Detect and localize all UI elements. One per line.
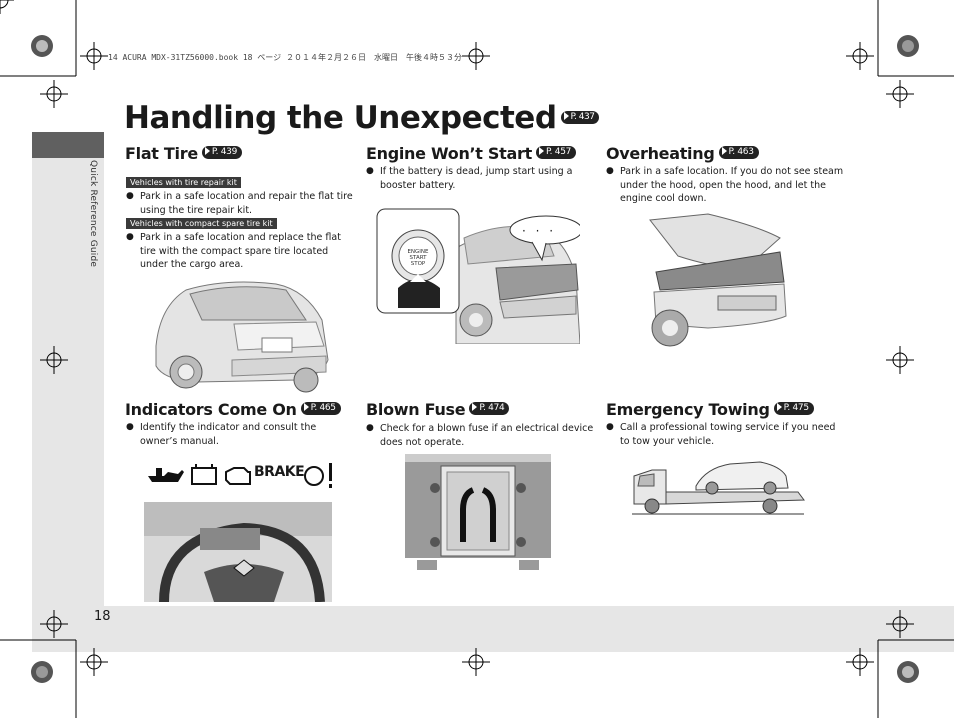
page-number: 18 [94,609,111,624]
brake-indicator-label: BRAKE [254,464,305,480]
indicators-bullet-1: Identify the indicator and consult the o… [126,421,356,448]
towing-heading: Emergency Towing P. 475 [606,400,814,420]
battery-icon [191,464,217,485]
engine-wont-start-ref-link[interactable]: P. 457 [535,146,577,159]
overheating-ref-link[interactable]: P. 463 [718,146,759,159]
tow-truck-illustration [632,461,805,515]
indicators-heading-text: Indicators Come On [125,400,297,419]
page-ref-text: P. 437 [570,112,595,122]
flat-tire-heading: Flat Tire P. 439 [125,144,243,164]
flat-tire-bullet-2: Park in a safe location and replace the … [126,231,355,272]
indicators-ref-link[interactable]: P. 465 [300,402,341,415]
thought-bubble-text: · · · [522,224,557,238]
engine-wont-start-heading: Engine Won’t Start P. 457 [366,144,577,164]
overheating-heading: Overheating P. 463 [606,144,759,164]
flat-tire-bullet-1: Park in a safe location and repair the f… [126,190,362,217]
arrow-right-icon [721,146,727,155]
arrow-right-icon [472,402,478,411]
arrow-right-icon [563,111,569,120]
engine-start-button: ENGINE START STOP [404,249,432,267]
arrow-right-icon [538,146,544,155]
engine-button-line-1: ENGINE [407,249,429,255]
page-title: Handling the Unexpected P. 437 [124,100,600,136]
towing-ref-link[interactable]: P. 475 [773,402,814,415]
footer-band [32,606,954,652]
warning-indicators-row [148,463,332,488]
blown-fuse-bullet-1: Check for a blown fuse if an electrical … [366,422,596,449]
flat-tire-heading-text: Flat Tire [125,144,198,163]
sidebar-tab [32,132,104,158]
flat-tire-ref-link[interactable]: P. 439 [201,146,243,159]
sidebar-label: Quick Reference Guide [88,160,98,268]
blown-fuse-ref-link[interactable]: P. 474 [469,402,510,415]
blown-fuse-heading-text: Blown Fuse [366,400,466,419]
towing-ref-text: P. 475 [783,403,809,413]
steering-wheel-dashboard-illustration [144,502,332,602]
towing-bullet-1: Call a professional towing service if yo… [606,421,840,448]
page-title-text: Handling the Unexpected [124,100,557,136]
overheating-ref-text: P. 463 [728,147,754,157]
flat-tire-ref-text: P. 439 [211,147,238,157]
indicators-heading: Indicators Come On P. 465 [125,400,341,420]
tire-pressure-icon [329,463,332,488]
flat-tire-tag-repair-kit: Vehicles with tire repair kit [126,177,241,188]
brake-warning-icon [304,466,324,486]
print-header: 14 ACURA MDX-31TZ56000.book 18 ページ ２０１４年… [108,53,462,62]
towing-heading-text: Emergency Towing [606,400,770,419]
flat-tire-tag-spare-kit: Vehicles with compact spare tire kit [126,218,277,229]
arrow-right-icon [204,146,210,155]
page-ref-link[interactable]: P. 437 [560,111,600,124]
arrow-right-icon [303,402,309,411]
blown-fuse-heading: Blown Fuse P. 474 [366,400,510,420]
engine-start-illustration [376,208,580,344]
overheating-bullet-1: Park in a safe location. If you do not s… [606,165,844,206]
engine-wont-start-bullet-1: If the battery is dead, jump start using… [366,165,602,192]
arrow-right-icon [776,402,782,411]
open-hood-illustration [649,213,787,347]
engine-button-line-2: START [409,255,427,261]
blown-fuse-illustration [405,454,551,570]
engine-wont-start-heading-text: Engine Won’t Start [366,144,532,163]
oil-pressure-icon [148,468,184,482]
check-engine-icon [225,467,251,485]
engine-button-line-3: STOP [410,261,426,267]
engine-wont-start-ref-text: P. 457 [545,147,572,157]
sidebar-band [32,132,104,652]
blown-fuse-ref-text: P. 474 [479,403,505,413]
suv-rear-illustration [146,276,332,394]
indicators-ref-text: P. 465 [310,403,336,413]
overheating-heading-text: Overheating [606,144,715,163]
